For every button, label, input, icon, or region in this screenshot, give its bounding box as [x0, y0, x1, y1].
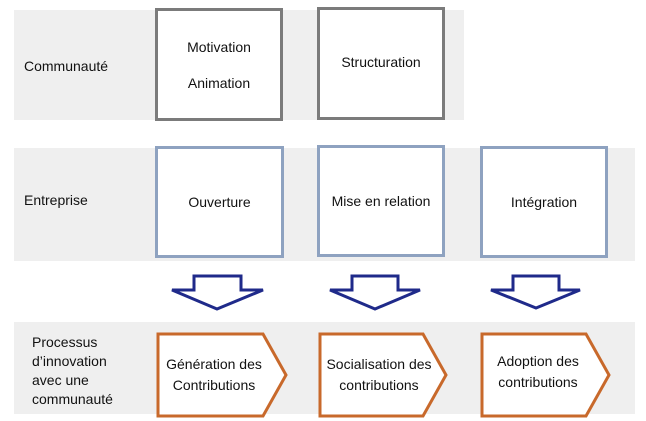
- row-label-processus-line: Processus: [32, 334, 98, 350]
- box-motivation-animation: Motivation Animation: [155, 8, 283, 121]
- down-arrow-icon: [490, 274, 581, 310]
- process-step-socialisation-label: Socialisation des contributions: [320, 334, 438, 416]
- step-text-line: Adoption des: [497, 353, 579, 369]
- box-text-structuration: Structuration: [341, 53, 421, 70]
- box-text-motivation: Motivation: [187, 38, 251, 55]
- step-text-line: contributions: [339, 377, 419, 393]
- process-step-socialisation: [318, 332, 448, 418]
- down-arrow-icon: [329, 274, 421, 311]
- row-label-processus-line: avec une: [32, 372, 89, 388]
- process-step-generation: [156, 332, 288, 418]
- box-integration: Intégration: [480, 146, 608, 258]
- row-label-entreprise: Entreprise: [24, 192, 88, 208]
- box-text-animation: Animation: [187, 74, 251, 91]
- step-text-line: contributions: [498, 374, 578, 390]
- process-step-generation-label: Génération des Contributions: [158, 334, 270, 416]
- box-text-mise-en-relation: Mise en relation: [331, 193, 431, 209]
- step-text-line: Contributions: [172, 377, 256, 393]
- row-label-processus-line: d’innovation: [32, 353, 107, 369]
- row-label-communaute: Communauté: [24, 58, 109, 74]
- step-text-line: Génération des: [166, 356, 262, 372]
- process-step-adoption: [480, 332, 611, 418]
- row-label-processus-line: communauté: [32, 391, 113, 407]
- box-structuration: Structuration: [317, 7, 445, 120]
- box-ouverture: Ouverture: [155, 146, 284, 258]
- step-text-line: Socialisation des: [326, 356, 432, 372]
- box-mise-en-relation: Mise en relation: [317, 145, 445, 257]
- box-text-ouverture: Ouverture: [188, 194, 251, 210]
- down-arrow-icon: [171, 274, 264, 311]
- row-label-processus: Processus d’innovation avec une communau…: [32, 333, 113, 409]
- process-step-adoption-label: Adoption des contributions: [482, 334, 594, 410]
- box-text-integration: Intégration: [510, 194, 578, 210]
